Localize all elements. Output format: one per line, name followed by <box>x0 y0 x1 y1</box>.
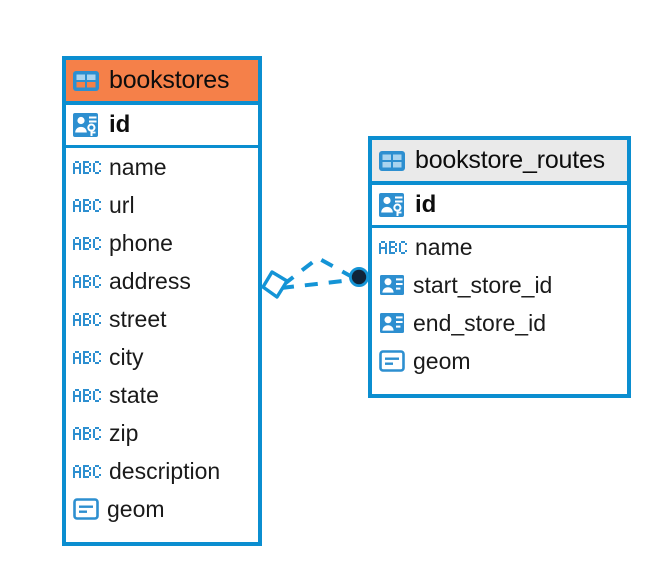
field-row-id[interactable]: id <box>372 185 627 228</box>
field-row-url[interactable]: url <box>66 186 258 224</box>
field-row-geom[interactable]: geom <box>372 342 627 380</box>
field-name: id <box>109 111 131 138</box>
field-row-state[interactable]: state <box>66 376 258 414</box>
foreign-key-icon <box>379 274 405 296</box>
relationship-line-upper <box>281 255 355 287</box>
primary-key-icon <box>378 192 406 218</box>
field-name: id <box>415 191 437 218</box>
entity-title: bookstore_routes <box>415 146 605 174</box>
relationship-line-lower <box>280 278 353 290</box>
field-name: description <box>109 457 221 484</box>
table-icon <box>72 69 100 93</box>
abc-text-icon <box>73 464 101 478</box>
foreign-key-icon <box>379 312 405 334</box>
field-row-id[interactable]: id <box>66 105 258 148</box>
entity-header-bookstores[interactable]: bookstores <box>66 60 258 105</box>
field-row-street[interactable]: street <box>66 300 258 338</box>
field-name: city <box>109 343 144 370</box>
field-row-start-store-id[interactable]: start_store_id <box>372 266 627 304</box>
field-name: state <box>109 381 159 408</box>
field-name: phone <box>109 229 173 256</box>
field-name: name <box>109 153 167 180</box>
relationship-circle-marker <box>349 267 369 287</box>
field-row-end-store-id[interactable]: end_store_id <box>372 304 627 342</box>
primary-key-icon <box>72 112 100 138</box>
abc-text-icon <box>73 388 101 402</box>
entity-header-bookstore-routes[interactable]: bookstore_routes <box>372 140 627 185</box>
field-name: start_store_id <box>413 271 553 298</box>
abc-text-icon <box>73 236 101 250</box>
field-name: geom <box>107 495 165 522</box>
field-row-city[interactable]: city <box>66 338 258 376</box>
field-name: geom <box>413 347 471 374</box>
field-row-name[interactable]: name <box>66 148 258 186</box>
field-name: street <box>109 305 167 332</box>
field-row-geom[interactable]: geom <box>66 490 258 528</box>
field-row-name[interactable]: name <box>372 228 627 266</box>
field-name: name <box>415 233 473 260</box>
geometry-icon <box>73 498 99 520</box>
table-icon <box>378 149 406 173</box>
field-row-description[interactable]: description <box>66 452 258 490</box>
field-row-address[interactable]: address <box>66 262 258 300</box>
abc-text-icon <box>73 274 101 288</box>
abc-text-icon <box>379 240 407 254</box>
abc-text-icon <box>73 160 101 174</box>
entity-bookstore-routes[interactable]: bookstore_routes id <box>368 136 631 398</box>
geometry-icon <box>379 350 405 372</box>
abc-text-icon <box>73 198 101 212</box>
field-name: end_store_id <box>413 309 546 336</box>
entity-bookstores[interactable]: bookstores id <box>62 56 262 546</box>
field-row-phone[interactable]: phone <box>66 224 258 262</box>
field-name: zip <box>109 419 139 446</box>
abc-text-icon <box>73 312 101 326</box>
field-row-zip[interactable]: zip <box>66 414 258 452</box>
field-name: address <box>109 267 191 294</box>
field-name: url <box>109 191 135 218</box>
entity-title: bookstores <box>109 66 230 94</box>
relationship-diamond-marker <box>261 270 289 299</box>
abc-text-icon <box>73 350 101 364</box>
abc-text-icon <box>73 426 101 440</box>
